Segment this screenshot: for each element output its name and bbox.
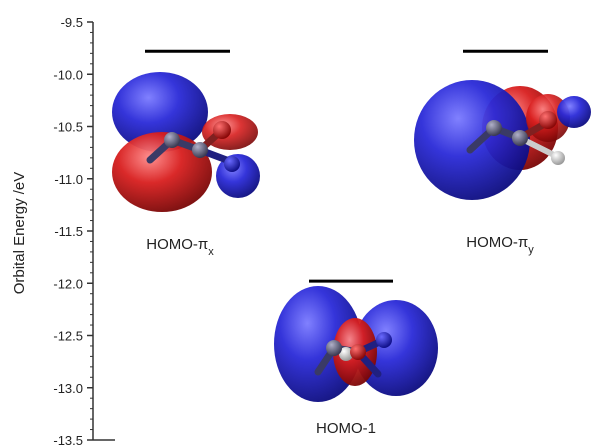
atom-carbon xyxy=(164,132,180,148)
molecule-skeleton xyxy=(314,332,392,378)
atom-carbon xyxy=(326,340,342,356)
orbital-label-subscript: x xyxy=(208,246,214,258)
atom-carbon xyxy=(512,130,528,146)
atom-nitrogen xyxy=(376,332,392,348)
molecule-skeleton xyxy=(466,111,565,165)
orbital-label: HOMO-πy xyxy=(466,234,534,256)
y-tick-label: -12.5 xyxy=(53,329,83,344)
y-tick-label: -12.0 xyxy=(53,276,83,291)
atom-oxygen xyxy=(213,121,231,139)
y-tick-label: -13.0 xyxy=(53,381,83,396)
atom-carbon xyxy=(192,142,208,158)
atom-nitrogen xyxy=(224,156,240,172)
molecule-skeleton xyxy=(146,121,240,172)
atom-oxygen xyxy=(350,344,366,360)
orbital-label-subscript: y xyxy=(528,244,534,256)
y-axis-label: Orbital Energy /eV xyxy=(11,172,28,295)
orbital-label: HOMO-πx xyxy=(146,236,214,258)
y-tick-label: -9.5 xyxy=(61,15,83,30)
orbital-lobe-red xyxy=(112,132,212,212)
orbital-lobe-blue xyxy=(112,72,208,152)
atom-oxygen xyxy=(539,111,557,129)
y-tick-label: -11.0 xyxy=(54,172,83,187)
y-tick-label: -11.5 xyxy=(54,224,83,239)
orbital-lobe-blue xyxy=(414,80,530,200)
y-axis: -9.5 -10.0 -10.5 -11.0 -11.5 -12.0 -12.5 -13.0 -… xyxy=(53,15,115,445)
orbital-image-homo-1 xyxy=(274,286,438,402)
orbital-image-homo-pi-y xyxy=(414,80,591,200)
orbital-lobe-blue xyxy=(557,96,591,128)
atom-hydrogen xyxy=(551,151,565,165)
y-tick-label: -10.0 xyxy=(53,67,83,82)
atom-hydrogen xyxy=(339,347,353,361)
atom-carbon xyxy=(486,120,502,136)
y-tick-label: -10.5 xyxy=(53,120,83,135)
orbital-image-homo-pi-x xyxy=(112,72,260,212)
orbital-label: HOMO-1 xyxy=(316,420,376,437)
y-tick-label: -13.5 xyxy=(53,433,83,445)
